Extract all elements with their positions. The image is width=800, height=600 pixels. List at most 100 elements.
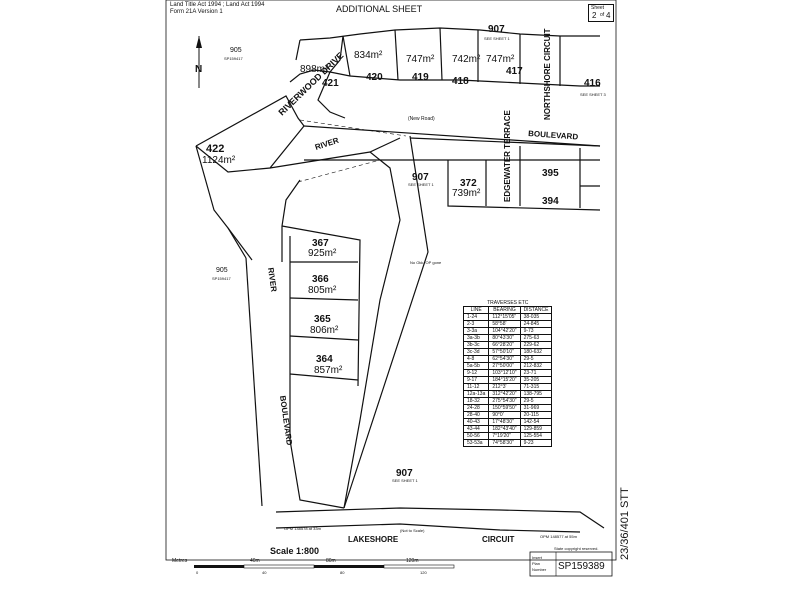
traverse-bearing: 104°42'20" bbox=[488, 327, 521, 335]
scale-tick-80: 80m bbox=[326, 558, 336, 564]
lot-905-top: 905 bbox=[230, 47, 242, 54]
north-letter: N bbox=[195, 64, 202, 75]
easement-lines bbox=[297, 119, 407, 183]
note-ofm2: OPM 148578 at 33m bbox=[284, 526, 322, 531]
lot-419-area: 747m² bbox=[406, 54, 435, 65]
north-arrow: N bbox=[195, 36, 202, 88]
traverse-distance: 29-5 bbox=[519, 355, 553, 363]
lot-907-top-note: SEE SHEET 1 bbox=[484, 36, 510, 41]
traverse-distance: 20-115 bbox=[519, 411, 553, 419]
traverse-bearing: 184°15'20" bbox=[488, 376, 521, 384]
lot-421-area: 898m² bbox=[300, 64, 329, 75]
road-new-road-a: (New Road) bbox=[408, 116, 435, 122]
traverse-bearing: 7°19'20" bbox=[488, 432, 521, 440]
traverse-distance: 138-795 bbox=[519, 390, 553, 398]
lot-418-area: 742m² bbox=[452, 54, 481, 65]
traverse-distance: 31-969 bbox=[519, 404, 553, 412]
traverse-distance: 275-63 bbox=[519, 334, 553, 342]
traverse-line: 12a-13a bbox=[462, 390, 490, 398]
lot-419: 419 bbox=[412, 72, 429, 83]
traverse-bearing: 103°12'10" bbox=[488, 369, 521, 377]
plan-number-value: SP159389 bbox=[558, 561, 605, 572]
lot-420-area: 834m² bbox=[354, 50, 383, 61]
lot-907-top: 907 bbox=[488, 24, 505, 35]
traverse-bearing: 74°58'30" bbox=[488, 439, 521, 447]
lot-905-left: 905 bbox=[216, 267, 228, 274]
plan-plan: Plan bbox=[532, 561, 540, 566]
traverse-line: 53-53a bbox=[462, 439, 490, 447]
note-ofm: OPM 148577 at 55m bbox=[540, 534, 578, 539]
traverse-bearing: 90°0' bbox=[488, 411, 521, 419]
traverse-distance: 180-632 bbox=[519, 348, 553, 356]
header-act: Land Title Act 1994 ; Land Act 1994 Form… bbox=[170, 2, 264, 16]
lot-367: 367 bbox=[312, 238, 329, 249]
plan-insert: Insert bbox=[532, 555, 543, 560]
traverse-bearing: 80°43'30" bbox=[488, 334, 521, 342]
handwritten-reference: 23/36/401 STT bbox=[619, 487, 631, 560]
traverse-distance: 29-5 bbox=[519, 397, 553, 405]
lot-422: 422 bbox=[206, 143, 224, 155]
traverse-line: 11-12 bbox=[462, 383, 490, 391]
scale-sub-120: 120 bbox=[420, 570, 427, 575]
lot-boundaries bbox=[195, 27, 605, 533]
traverse-distance: 24-845 bbox=[519, 320, 553, 328]
lot-905-sp: SP159417 bbox=[224, 56, 243, 61]
traverses-table: TRAVERSES ETC LINE BEARING DISTANCE 1-24… bbox=[462, 300, 553, 447]
traverse-line: 9-12 bbox=[462, 369, 490, 377]
traverse-distance: 9-73 bbox=[519, 327, 553, 335]
scale-label: Scale 1:800 bbox=[270, 546, 319, 556]
traverse-distance: 9-23 bbox=[519, 439, 553, 447]
plan-number: Number bbox=[532, 567, 547, 572]
traverse-distance: 71-315 bbox=[519, 383, 553, 391]
plan-number-box: Insert Plan Number SP159389 bbox=[529, 551, 613, 577]
traverse-bearing: 27°50'00" bbox=[488, 362, 521, 370]
traverse-bearing: 312°42'20" bbox=[488, 390, 521, 398]
note-no-okk: No Okk. OP gone bbox=[410, 260, 442, 265]
lot-907-mid: 907 bbox=[412, 172, 429, 183]
scale-metres: Metres bbox=[172, 558, 188, 564]
traverse-distance: 35-205 bbox=[519, 376, 553, 384]
traverse-line: 3a-3b bbox=[462, 334, 490, 342]
road-boulevard-a: BOULEVARD bbox=[528, 129, 579, 141]
traverse-distance: 212-832 bbox=[519, 362, 553, 370]
lot-907-bottom: 907 bbox=[396, 468, 413, 479]
lot-417: 417 bbox=[506, 66, 523, 77]
traverses-col-line: LINE bbox=[462, 306, 490, 314]
traverse-line: 4-8 bbox=[462, 355, 490, 363]
scale-bar: Metres 40m 80m 120m 0 40 80 120 Scale 1:… bbox=[172, 546, 455, 575]
traverse-line: 18-32 bbox=[462, 397, 490, 405]
traverse-distance: 142-54 bbox=[519, 418, 553, 426]
traverse-bearing: 17°48'30" bbox=[488, 418, 521, 426]
traverse-line: 43-44 bbox=[462, 425, 490, 433]
traverse-bearing: 150°59'50" bbox=[488, 404, 521, 412]
lot-418: 418 bbox=[452, 76, 469, 87]
lot-366-area: 805m² bbox=[308, 285, 337, 296]
survey-notes: No Okk. OP gone OPM 148577 at 55m OPM 14… bbox=[284, 260, 598, 551]
note-copyright: State copyright reserved. bbox=[554, 546, 598, 551]
traverses-col-bearing: BEARING bbox=[488, 306, 521, 314]
sheet-total: 4 bbox=[606, 11, 611, 20]
header-act-line: Land Title Act 1994 ; Land Act 1994 bbox=[170, 2, 265, 8]
road-edgewater: EDGEWATER TERRACE bbox=[503, 109, 512, 202]
traverse-distance: 23-71 bbox=[519, 369, 553, 377]
lot-labels: 905 SP159417 907 SEE SHEET 1 898m² 421 8… bbox=[202, 24, 606, 483]
lot-905-left-sp: SP159417 bbox=[212, 276, 231, 281]
road-lakeshore: LAKESHORE bbox=[348, 535, 399, 544]
sheet-label: Sheet bbox=[591, 5, 605, 11]
traverse-line: 3c-3d bbox=[462, 348, 490, 356]
